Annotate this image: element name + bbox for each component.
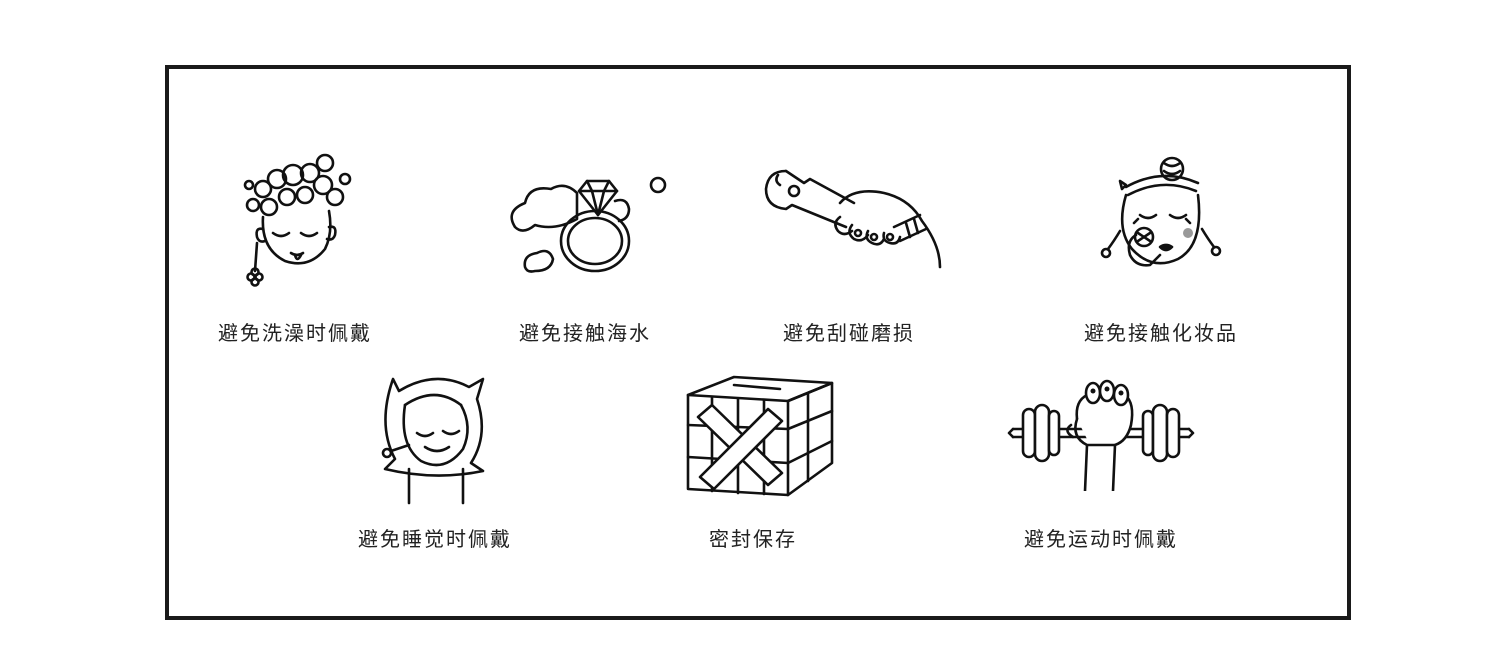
care-item-scratch: 避免刮碰磨损 — [739, 149, 959, 349]
care-label-exercise: 避免运动时佩戴 — [1024, 527, 1178, 551]
care-label-seawater: 避免接触海水 — [519, 321, 651, 345]
sleeping-girl-icon — [381, 377, 485, 505]
care-label-sealed: 密封保存 — [709, 527, 797, 551]
care-label-scratch: 避免刮碰磨损 — [783, 321, 915, 345]
sealed-box-icon — [686, 375, 834, 497]
makeup-face-icon — [1100, 156, 1222, 267]
wrench-hand-icon — [764, 169, 942, 269]
care-item-exercise: 避免运动时佩戴 — [991, 365, 1211, 565]
care-label-cosmetics: 避免接触化妆品 — [1084, 321, 1238, 345]
care-instructions-frame: 避免洗澡时佩戴 避免接触海水 — [165, 65, 1351, 620]
care-item-sealed: 密封保存 — [643, 365, 863, 565]
care-item-shower: 避免洗澡时佩戴 — [185, 149, 405, 349]
care-item-cosmetics: 避免接触化妆品 — [1051, 149, 1271, 349]
care-label-sleep: 避免睡觉时佩戴 — [358, 527, 512, 551]
care-item-sleep: 避免睡觉时佩戴 — [325, 365, 545, 565]
ring-seawater-icon — [510, 176, 667, 273]
care-label-shower: 避免洗澡时佩戴 — [218, 321, 372, 345]
shower-bubbles-icon — [243, 153, 352, 287]
care-item-seawater: 避免接触海水 — [475, 149, 695, 349]
dumbbell-icon — [1007, 379, 1195, 492]
